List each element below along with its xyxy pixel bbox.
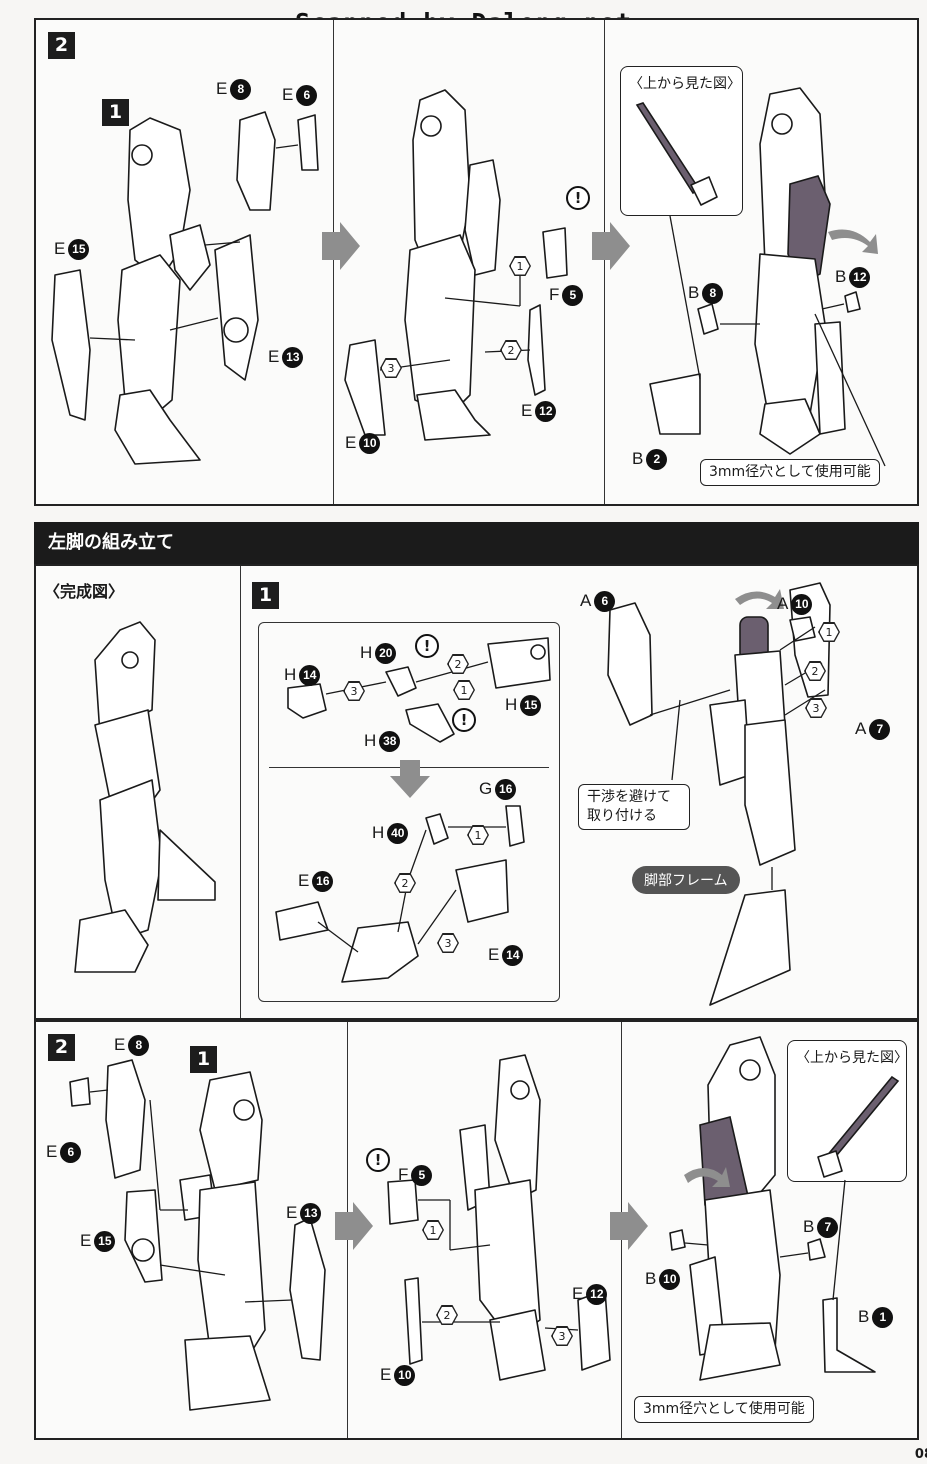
section-title: 左脚の組み立て bbox=[48, 532, 174, 553]
note-line: 取り付ける bbox=[587, 808, 657, 824]
left-leg-armor-illustration bbox=[69, 1059, 326, 1411]
order-mark: 2 bbox=[394, 873, 416, 893]
leg-frame-badge: 脚部フレーム bbox=[632, 866, 740, 894]
interference-note: 干渉を避けて 取り付ける bbox=[578, 784, 690, 830]
order-mark: 3 bbox=[343, 681, 365, 701]
step-number: 2 bbox=[48, 1034, 75, 1061]
blade-top-view-illustration bbox=[817, 1075, 900, 1178]
substep-number: 1 bbox=[102, 99, 129, 126]
order-mark: 1 bbox=[422, 1220, 444, 1240]
order-mark: 2 bbox=[804, 661, 826, 681]
order-mark: 1 bbox=[818, 622, 840, 642]
caution-icon: ! bbox=[366, 1148, 390, 1172]
panel-divider bbox=[333, 20, 334, 504]
left-leg-sub-parts-illustration bbox=[387, 1054, 611, 1381]
down-arrow bbox=[390, 760, 430, 798]
proceed-arrow bbox=[335, 1202, 373, 1250]
proceed-arrow bbox=[322, 222, 360, 270]
order-mark: 1 bbox=[467, 825, 489, 845]
substep-number: 1 bbox=[190, 1046, 217, 1073]
panel-divider bbox=[604, 20, 605, 504]
caution-icon: ! bbox=[415, 634, 439, 658]
caution-icon: ! bbox=[566, 186, 590, 210]
caution-icon: ! bbox=[452, 708, 476, 732]
proceed-arrow bbox=[610, 1202, 648, 1250]
order-mark: 3 bbox=[551, 1326, 573, 1346]
completed-view-label: 〈完成図〉 bbox=[44, 582, 125, 601]
b1-stand-illustration bbox=[822, 1179, 876, 1373]
note-3mm-hole: 3mm径穴として使用可能 bbox=[634, 1396, 814, 1423]
order-mark: 3 bbox=[805, 698, 827, 718]
order-mark: 2 bbox=[447, 654, 469, 674]
leg-sub-parts-illustration bbox=[344, 89, 568, 441]
order-mark: 1 bbox=[509, 256, 531, 276]
finished-left-leg-illustration bbox=[669, 1036, 826, 1381]
inset-title: 〈上から見た図〉 bbox=[629, 76, 741, 92]
order-mark: 3 bbox=[380, 358, 402, 378]
step-number: 1 bbox=[252, 582, 279, 609]
order-mark: 2 bbox=[436, 1305, 458, 1325]
order-mark: 2 bbox=[500, 340, 522, 360]
ankle-subassembly-illustration bbox=[275, 637, 551, 983]
inset-title: 〈上から見た図〉 bbox=[796, 1050, 908, 1066]
order-mark: 3 bbox=[437, 933, 459, 953]
page-number: 08 bbox=[914, 1447, 927, 1462]
proceed-arrow bbox=[592, 222, 630, 270]
panel-divider bbox=[240, 566, 241, 1018]
leg-armor-assembly-illustration bbox=[51, 111, 319, 465]
section-header-left-leg: 左脚の組み立て bbox=[34, 522, 919, 564]
top-view-inset: 〈上から見た図〉 bbox=[620, 66, 743, 216]
note-3mm-hole: 3mm径穴として使用可能 bbox=[700, 459, 880, 486]
finished-leg-armor-illustration bbox=[649, 87, 886, 467]
blade-top-view-illustration bbox=[635, 102, 718, 206]
step-number: 2 bbox=[48, 32, 75, 59]
completed-left-leg-illustration bbox=[74, 621, 216, 973]
top-view-inset: 〈上から見た図〉 bbox=[787, 1040, 908, 1182]
note-line: 干渉を避けて bbox=[587, 789, 671, 805]
order-mark: 1 bbox=[453, 680, 475, 700]
